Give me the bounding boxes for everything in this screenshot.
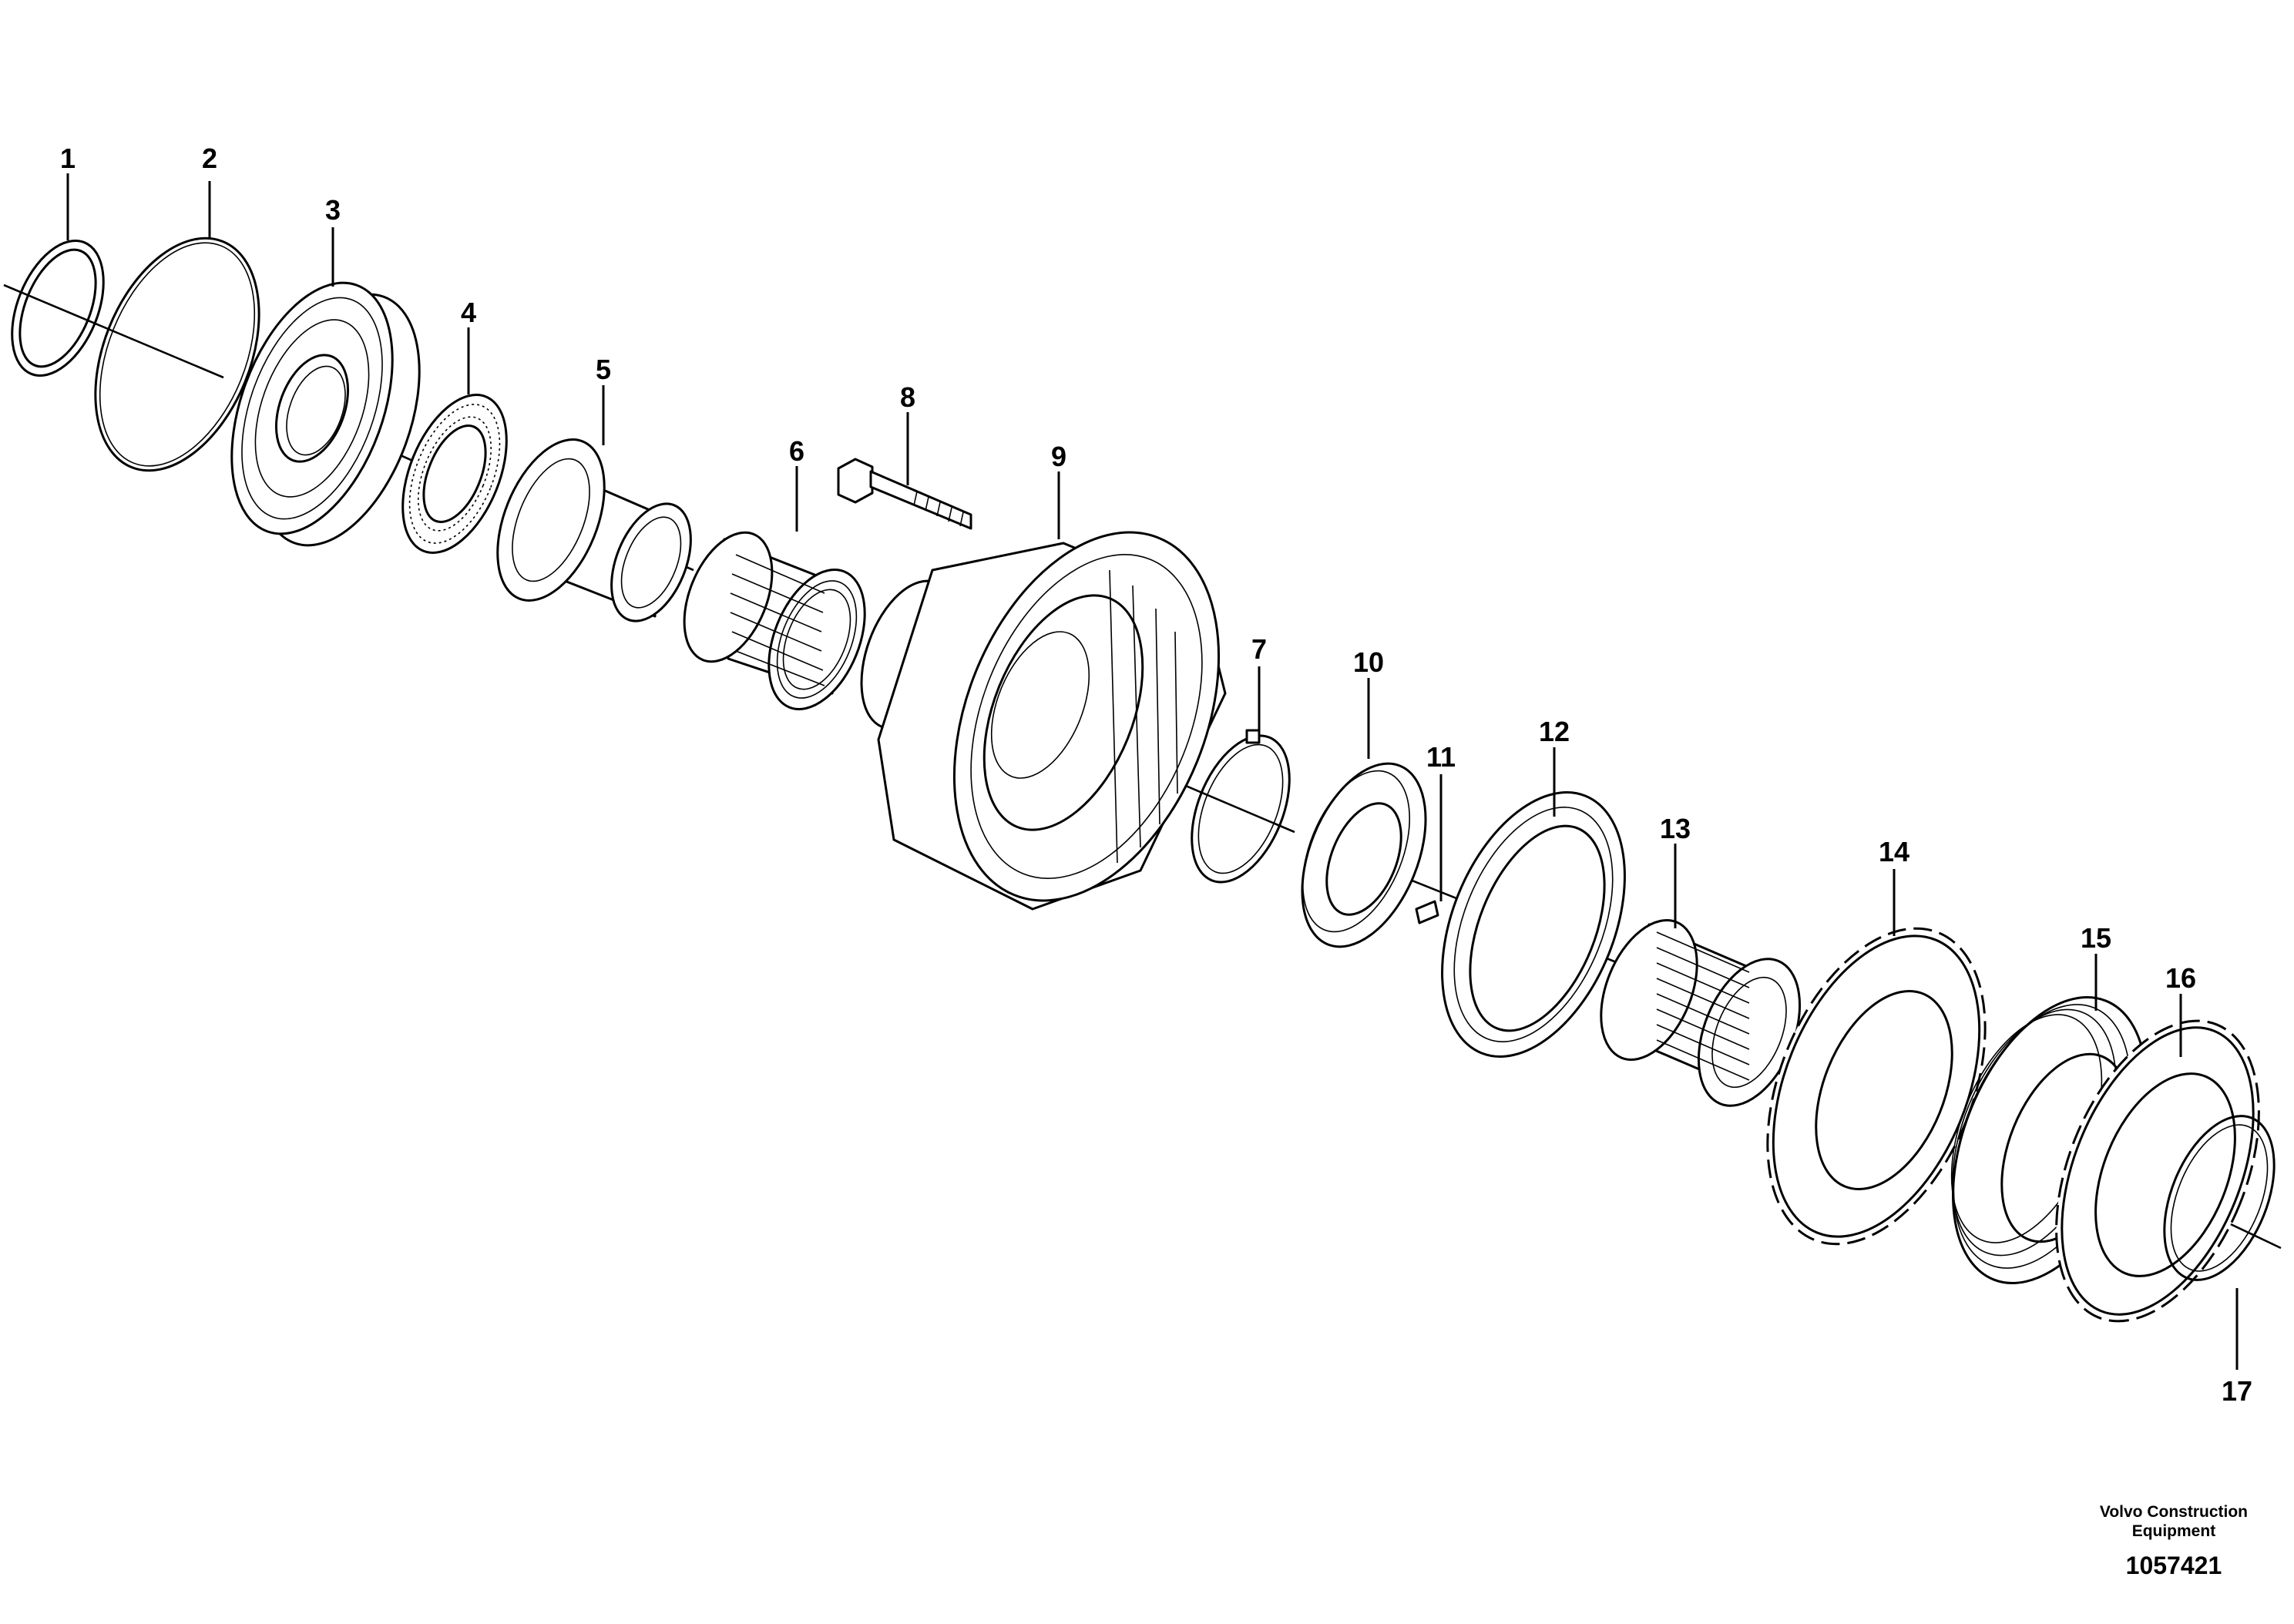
part-4-thrust-bearing — [401, 394, 508, 554]
brand-line-2: Equipment — [2131, 1522, 2216, 1540]
part-10-seal — [1301, 762, 1427, 948]
callout-16: 16 — [2165, 962, 2196, 994]
part-3-cover — [230, 281, 421, 547]
brand-line-1: Volvo Construction — [2099, 1503, 2248, 1521]
part-1-snap-ring — [11, 240, 105, 377]
part-8-bolt — [837, 458, 972, 530]
part-11-key — [1415, 900, 1439, 924]
callout-10: 10 — [1353, 646, 1384, 678]
callout-1: 1 — [60, 143, 76, 174]
leader-lines — [66, 173, 2239, 1370]
part-17-snap-ring — [2163, 1115, 2276, 1281]
callout-9: 9 — [1051, 441, 1066, 472]
part-9-hub — [860, 531, 1227, 911]
callout-15: 15 — [2081, 922, 2111, 954]
callout-5: 5 — [596, 354, 611, 385]
callout-14: 14 — [1879, 836, 1909, 867]
callout-12: 12 — [1539, 716, 1570, 747]
part-6-coil-sleeve — [683, 531, 866, 710]
callout-2: 2 — [202, 143, 217, 174]
callout-13: 13 — [1660, 813, 1691, 844]
callout-labels: 1 2 3 4 5 6 7 8 9 10 11 12 13 14 15 16 1… — [60, 143, 2252, 1407]
callout-3: 3 — [325, 194, 341, 226]
callout-4: 4 — [461, 297, 476, 328]
part-12-slotted-ring — [1441, 791, 1626, 1058]
callout-17: 17 — [2222, 1375, 2252, 1407]
document-number: 1057421 — [2125, 1552, 2222, 1579]
part-13-splined-sleeve — [1600, 919, 1802, 1107]
part-16-toothed-plate — [2055, 1019, 2260, 1323]
part-5-flanged-bushing — [496, 438, 692, 622]
callout-11: 11 — [1426, 741, 1456, 773]
part-7-retaining-ring — [1191, 729, 1291, 884]
diagram-footer: Volvo Construction Equipment 1057421 — [2100, 1502, 2248, 1580]
callout-8: 8 — [900, 381, 915, 413]
callout-6: 6 — [789, 435, 804, 467]
callout-7: 7 — [1251, 633, 1267, 665]
